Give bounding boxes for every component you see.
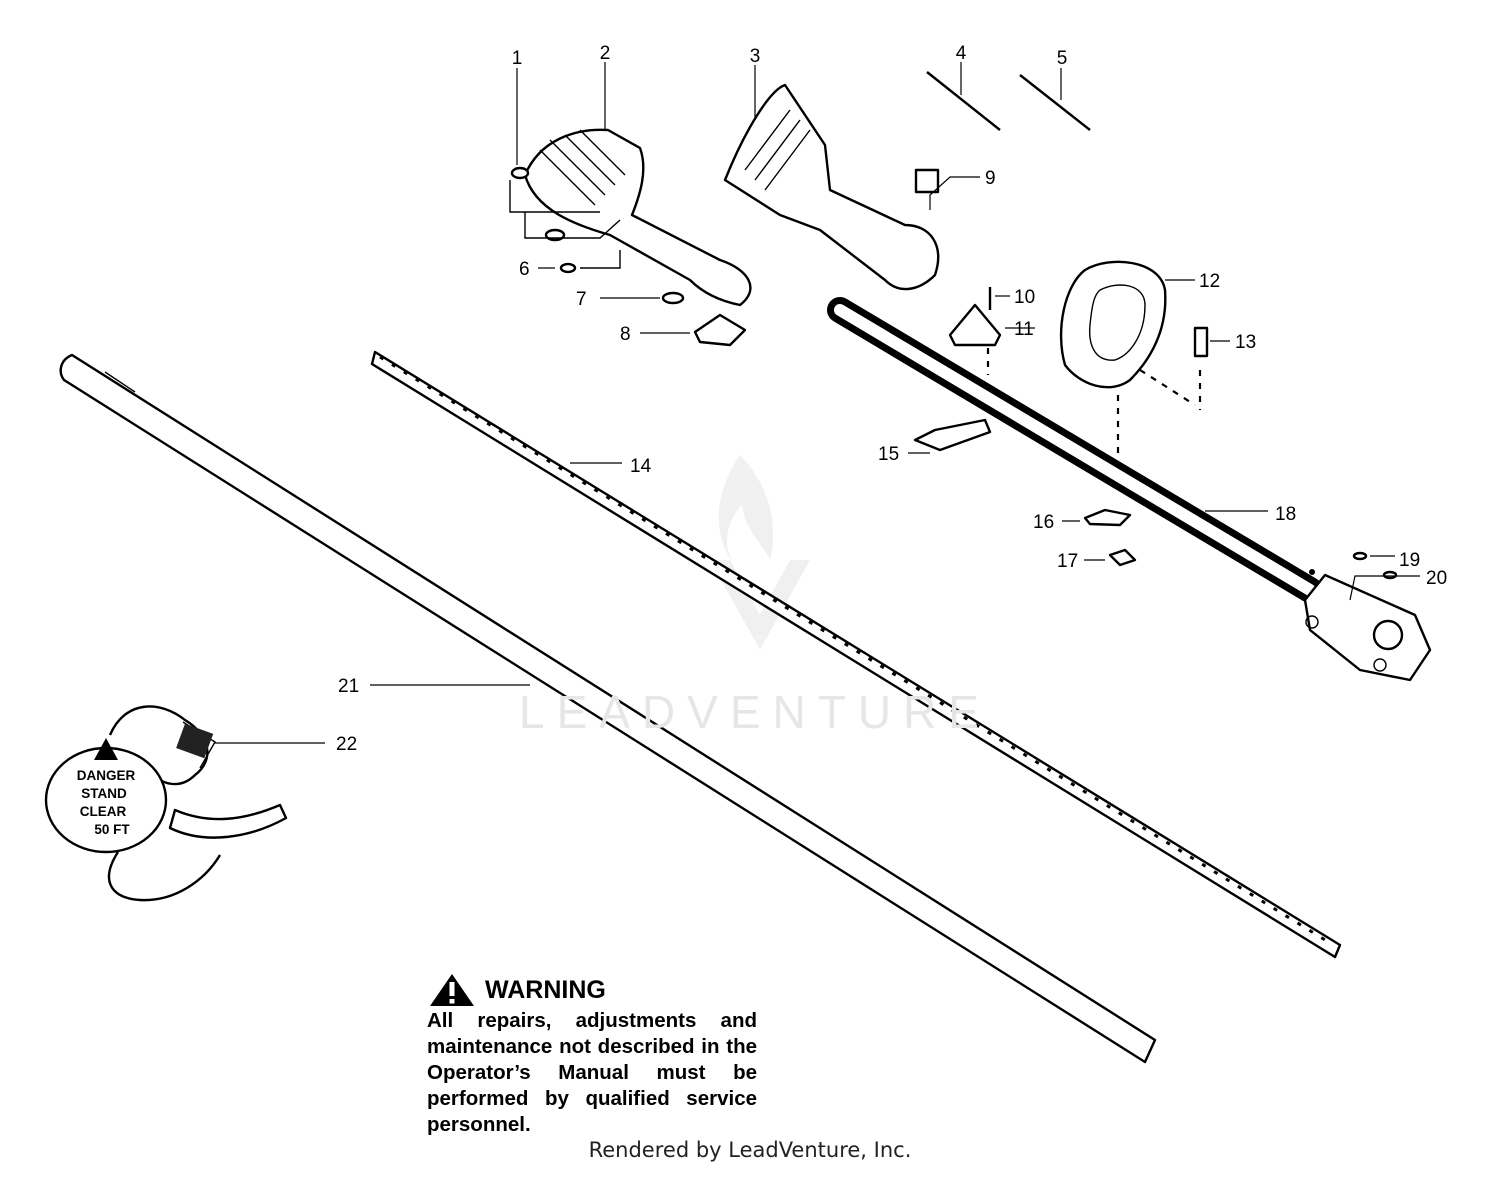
part-21-tube	[59, 353, 1157, 1064]
callout-10: 10	[1014, 287, 1035, 308]
callout-21: 21	[338, 676, 359, 697]
part-18-upper-tube	[827, 297, 1323, 603]
callout-3: 3	[750, 46, 761, 67]
decal-line-1: DANGER	[77, 768, 136, 783]
decal-line-2: STAND	[81, 786, 127, 801]
warning-heading: WARNING	[427, 972, 757, 1008]
callout-7: 7	[576, 289, 587, 310]
warning-triangle-icon	[94, 738, 118, 760]
callout-22: 22	[336, 734, 357, 755]
callout-9: 9	[985, 168, 996, 189]
callout-13: 13	[1235, 332, 1256, 353]
callout-20: 20	[1426, 568, 1447, 589]
callout-6: 6	[519, 259, 530, 280]
callout-15: 15	[878, 444, 899, 465]
callout-5: 5	[1057, 48, 1068, 69]
part-12-loop-handle	[1059, 260, 1167, 389]
part-3-housing	[723, 83, 940, 291]
part-2-cover	[523, 128, 752, 307]
warning-body: All repairs, adjustments and maintenance…	[427, 1009, 757, 1136]
decal-line-4: 50 FT	[94, 822, 130, 837]
decal-line-3: CLEAR	[80, 804, 127, 819]
callout-14: 14	[630, 456, 652, 477]
warning-triangle-icon	[430, 974, 474, 1006]
watermark-text: LEADVENTURE	[519, 686, 991, 738]
callout-18: 18	[1275, 504, 1296, 525]
callout-16: 16	[1033, 512, 1054, 533]
callout-19: 19	[1399, 550, 1420, 571]
callout-1: 1	[512, 48, 523, 69]
leader-lines	[215, 62, 1420, 744]
callout-17: 17	[1057, 551, 1078, 572]
part-22-harness: DANGER STAND CLEAR 50 FT	[44, 705, 288, 902]
footer-credit: Rendered by LeadVenture, Inc.	[588, 1138, 912, 1162]
callout-4: 4	[956, 43, 967, 64]
part-gearbox-clamp	[1303, 569, 1432, 682]
callout-8: 8	[620, 324, 631, 345]
assembly-lines	[509, 180, 1202, 460]
part-14-drive-shaft	[370, 350, 1342, 959]
callout-11: 11	[1014, 319, 1034, 340]
callout-labels: 1 2 3 4 5 6 7 8 9 10 11 12 13 14 15 16 1…	[336, 43, 1447, 755]
callout-2: 2	[600, 43, 611, 64]
warning-notice: WARNING All repairs, adjustments and mai…	[427, 972, 757, 1138]
warning-title: WARNING	[485, 976, 606, 1004]
small-parts	[510, 71, 1398, 580]
callout-12: 12	[1199, 271, 1220, 292]
